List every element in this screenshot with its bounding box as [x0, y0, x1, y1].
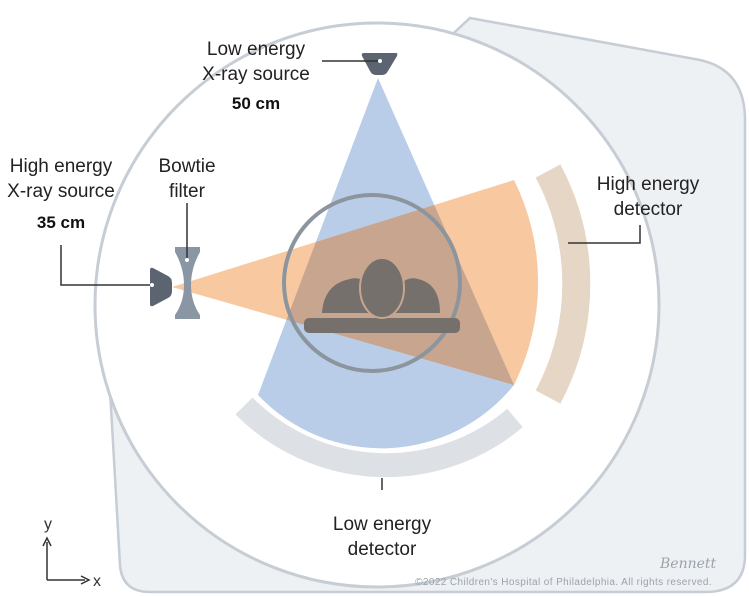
high-source-distance: 35 cm: [37, 213, 85, 232]
low-detector-label-1: Low energy: [333, 514, 432, 535]
high-detector-leader: [568, 225, 641, 244]
axes-indicator: [42, 536, 91, 585]
high-source-leader: [60, 245, 150, 286]
y-arrow-icon: [42, 536, 52, 547]
low-source-distance: 50 cm: [232, 94, 280, 113]
low-source-label-2: X-ray source: [202, 64, 310, 85]
artist-signature: Bennett: [659, 556, 717, 572]
y-axis-label: y: [44, 516, 52, 533]
bowtie-filter-icon: [175, 247, 200, 319]
x-arrow-icon: [80, 575, 91, 585]
low-energy-detector: [235, 397, 523, 478]
bowtie-label-1: Bowtie: [158, 156, 215, 177]
x-axis-label: x: [93, 573, 101, 590]
low-energy-source-icon: [361, 53, 398, 75]
high-energy-detector: [535, 164, 591, 404]
high-energy-source-icon: [150, 267, 172, 307]
low-detector-label-2: detector: [348, 539, 417, 560]
bowtie-label-2: filter: [169, 181, 206, 202]
patient-icon: [304, 257, 460, 333]
high-source-label-2: X-ray source: [7, 181, 115, 202]
copyright-notice: ©2022 Children's Hospital of Philadelphi…: [415, 577, 712, 588]
low-source-label-1: Low energy: [207, 39, 306, 60]
high-source-label-1: High energy: [10, 156, 113, 177]
bore-ring: [282, 193, 462, 373]
high-detector-label-1: High energy: [597, 174, 700, 195]
high-detector-label-2: detector: [614, 199, 683, 220]
